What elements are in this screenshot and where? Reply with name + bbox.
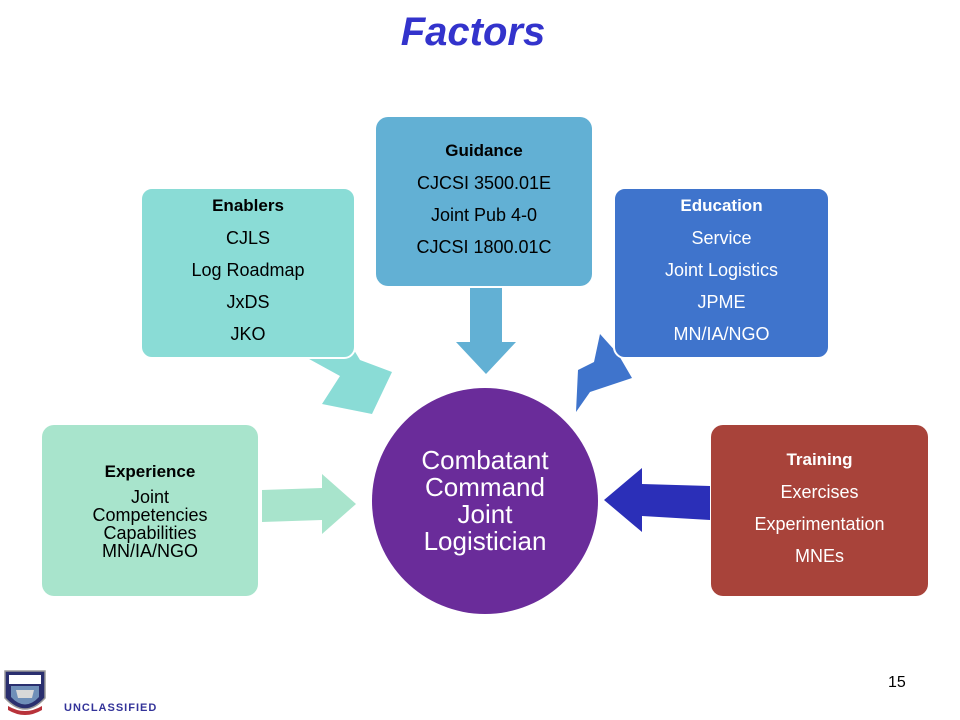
box-enablers-item: JKO xyxy=(230,324,266,344)
box-enablers-item: Log Roadmap xyxy=(191,260,305,280)
arrow-guidance-icon xyxy=(456,288,516,374)
box-education: Education Service Joint Logistics JPME M… xyxy=(613,187,830,359)
box-guidance-item: CJCSI 1800.01C xyxy=(416,236,552,257)
box-guidance-item: CJCSI 3500.01E xyxy=(416,172,552,193)
box-experience-item: Joint xyxy=(130,486,170,507)
slide-title: Factors xyxy=(400,10,546,54)
box-training-item: Exercises xyxy=(780,481,859,502)
box-education-heading: Education xyxy=(680,196,763,215)
center-label: Combatant Command Joint Logistician xyxy=(421,445,549,556)
box-guidance-heading: Guidance xyxy=(445,140,523,160)
box-enablers-item: CJLS xyxy=(225,228,270,248)
box-training-heading: Training xyxy=(786,449,853,469)
box-enablers: Enablers CJLS Log Roadmap JxDS JKO xyxy=(140,187,356,359)
box-guidance-item: Joint Pub 4-0 xyxy=(430,204,538,225)
box-training-item: Experimentation xyxy=(754,513,885,534)
box-education-item: MN/IA/NGO xyxy=(673,324,770,344)
arrow-education-icon xyxy=(576,334,632,412)
seal-icon xyxy=(4,670,46,715)
box-enablers-item: JxDS xyxy=(226,292,270,312)
center-circle: Combatant Command Joint Logistician xyxy=(372,388,598,614)
classification-label: UNCLASSIFIED xyxy=(64,702,158,714)
box-education-item: Service xyxy=(691,228,752,248)
slide-number: 15 xyxy=(888,674,906,691)
box-education-item: Joint Logistics xyxy=(664,260,779,280)
box-education-item: JPME xyxy=(697,292,746,312)
box-experience-heading: Experience xyxy=(104,461,196,481)
box-enablers-heading: Enablers xyxy=(212,196,284,215)
box-experience: Experience Joint Competencies Capabiliti… xyxy=(42,425,258,596)
box-experience-item: Capabilities xyxy=(103,522,197,543)
arrow-experience-icon xyxy=(262,474,356,534)
box-guidance: Guidance CJCSI 3500.01E Joint Pub 4-0 CJ… xyxy=(376,117,592,286)
box-experience-item: Competencies xyxy=(92,504,208,525)
arrow-training-icon xyxy=(604,468,710,532)
box-experience-item: MN/IA/NGO xyxy=(101,540,198,561)
box-training-item: MNEs xyxy=(795,545,844,566)
box-training: Training Exercises Experimentation MNEs xyxy=(711,425,928,596)
